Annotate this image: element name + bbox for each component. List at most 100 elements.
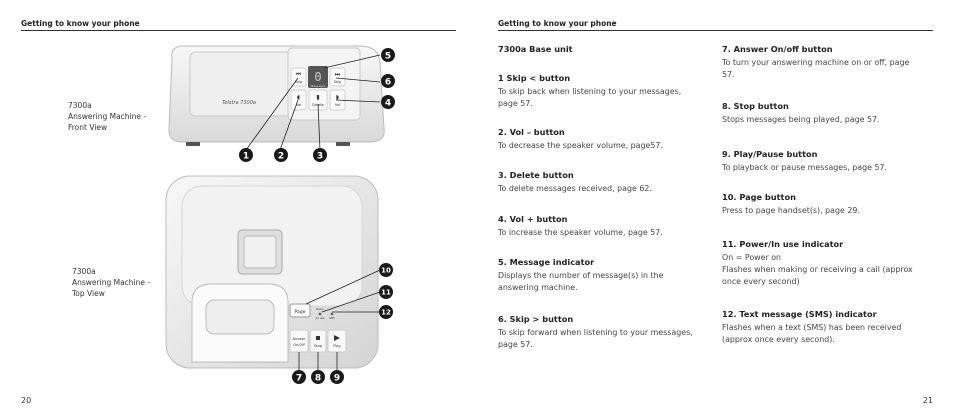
stop-button[interactable]: [309, 329, 327, 353]
stop-icon: [316, 336, 320, 340]
item-desc: To increase the speaker volume, page 57.: [498, 228, 663, 237]
item-desc: To decrease the speaker volume, page57.: [498, 141, 663, 150]
item-play: 9. Play/Pause button To playback or paus…: [722, 149, 934, 174]
item-desc: Press to page handset(s), page 29.: [722, 206, 860, 215]
item-title: 7. Answer On/off button: [722, 44, 833, 54]
trash-icon: ▮: [316, 94, 319, 101]
top-leader-lines: [298, 269, 381, 372]
callout-1-label: 1: [243, 152, 249, 162]
top-view-caption: 7300a Answering Machine - Top View: [72, 267, 151, 298]
vol-down-button[interactable]: [290, 89, 307, 111]
item-stop: 8. Stop button Stops messages being play…: [722, 101, 934, 126]
item-title: 10. Page button: [722, 192, 796, 202]
page-number: 20: [21, 396, 32, 405]
vol-up-icon: ◗: [336, 94, 339, 101]
callout-3: [313, 148, 327, 162]
cradle-recess: [189, 51, 289, 117]
page-header: Getting to know your phone: [21, 19, 140, 28]
callout-6-label: 6: [385, 78, 391, 88]
item-desc: Displays the number of message(s) in the…: [498, 271, 664, 292]
callout-3-label: 3: [317, 152, 323, 162]
vol-up-label: Vol: [335, 103, 340, 107]
callout-4: [381, 95, 395, 109]
page-header: Getting to know your phone: [498, 19, 617, 28]
callout-9: [330, 370, 344, 384]
callout-7-label: 7: [296, 374, 302, 384]
item-title: 6. Skip > button: [498, 314, 574, 324]
foot-left: [186, 142, 200, 146]
top-view-illustration: Page Power /In use SMS Answer On/Off Sto…: [165, 175, 393, 384]
item-vol-up: 4. Vol + button To increase the speaker …: [498, 214, 710, 239]
left-page: Getting to know your phone 7300a Answeri…: [21, 19, 456, 405]
page-number: 21: [922, 396, 933, 405]
callout-10: [379, 263, 393, 277]
callout-1: [239, 148, 253, 162]
item-sms: 12. Text message (SMS) indicator Flashes…: [722, 309, 934, 346]
answer-button[interactable]: [289, 329, 309, 353]
header-rule: [498, 30, 933, 31]
brand-label: Telstra 7300a: [222, 100, 256, 106]
vol-down-icon: ◖: [297, 94, 300, 101]
callout-6: [381, 74, 395, 88]
item-desc: Stops messages being played, page 57.: [722, 115, 880, 124]
item-desc: To playback or pause messages, page 57.: [722, 163, 888, 172]
item-page: 10. Page button Press to page handset(s)…: [722, 192, 934, 217]
right-page: Getting to know your phone 7300a Base un…: [477, 0, 954, 418]
display-label: Messages: [311, 84, 326, 88]
item-title: 2. Vol – button: [498, 127, 565, 137]
front-leader-lines: [245, 54, 381, 151]
callout-4-label: 4: [385, 99, 391, 109]
play-button[interactable]: [327, 329, 347, 353]
item-skip-forward: 6. Skip > button To skip forward when li…: [498, 314, 710, 351]
power-led: [318, 312, 322, 316]
callout-11-label: 11: [381, 289, 391, 297]
page-label: Page: [295, 309, 306, 315]
item-title: 1 Skip < button: [498, 73, 571, 83]
callout-5-label: 5: [385, 52, 391, 62]
callout-2-label: 2: [278, 152, 284, 162]
callout-10-label: 10: [381, 267, 391, 275]
skip-forward-icon: ⏭: [335, 71, 341, 78]
page-button[interactable]: [289, 303, 311, 318]
sms-led: [330, 312, 334, 316]
item-desc: To delete messages received, page 62.: [498, 184, 652, 193]
item-message-indicator: 5. Message indicator Displays the number…: [498, 257, 710, 294]
skip-back-button[interactable]: [290, 67, 307, 87]
left-column: 7300a Base unit 1 Skip < button To skip …: [498, 44, 710, 349]
item-desc: To skip back when listening to your mess…: [498, 87, 682, 108]
power-label: Power: [316, 307, 325, 311]
item-title: 11. Power/In use indicator: [722, 239, 844, 249]
item-title: 9. Play/Pause button: [722, 149, 818, 159]
item-title: 5. Message indicator: [498, 257, 595, 267]
item-power: 11. Power/In use indicator On = Power on…: [722, 239, 934, 288]
play-icon: [334, 335, 340, 341]
callout-12: [379, 305, 393, 319]
callout-12-label: 12: [381, 309, 391, 317]
skip-back-icon: ⏮: [296, 71, 302, 78]
item-title: 12. Text message (SMS) indicator: [722, 309, 877, 319]
on-off-label: On/Off: [293, 343, 305, 347]
front-view-caption: 7300a Answering Machine - Front View: [68, 101, 147, 132]
charging-contact-inner: [243, 235, 277, 269]
play-label: Play: [333, 344, 340, 348]
base-unit-title: 7300a Base unit: [498, 44, 573, 54]
callout-9-label: 9: [334, 374, 340, 384]
skip-forward-label: Skip: [334, 80, 342, 84]
in-use-label: /In use: [316, 316, 325, 320]
slot-recess: [205, 299, 275, 335]
foot-right: [336, 142, 350, 146]
vol-down-label: Vol: [296, 103, 301, 107]
callout-7: [292, 370, 306, 384]
item-delete: 3. Delete button To delete messages rece…: [498, 170, 710, 195]
callout-5: [381, 48, 395, 62]
skip-forward-button[interactable]: [329, 67, 346, 87]
item-desc: Flashes when a text (SMS) has been recei…: [722, 323, 902, 344]
display-digit: 0: [314, 70, 321, 84]
sms-label: SMS: [329, 316, 335, 320]
front-view-illustration: Telstra 7300a 0 Messages ⏮ Skip ⏭ Skip ◖…: [168, 45, 395, 162]
item-desc: To skip forward when listening to your m…: [498, 328, 693, 349]
item-answer: 7. Answer On/off button To turn your ans…: [722, 44, 934, 81]
answer-label: Answer: [293, 337, 306, 341]
stop-label: Stop: [314, 344, 323, 348]
skip-back-label: Skip: [295, 80, 303, 84]
